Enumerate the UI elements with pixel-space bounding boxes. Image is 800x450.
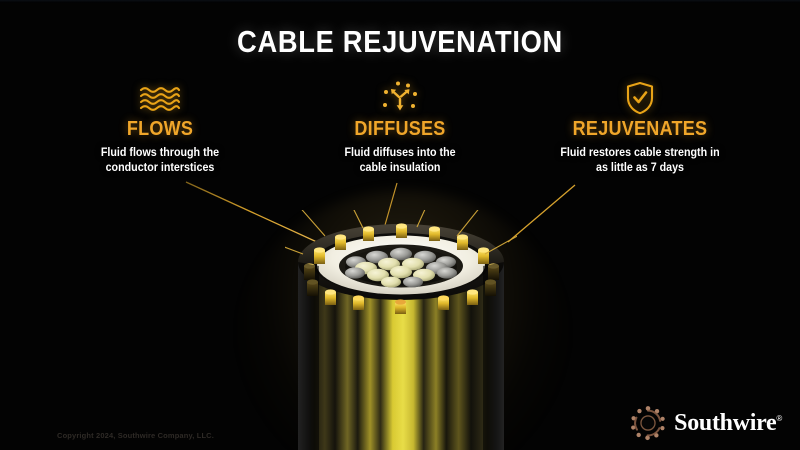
feature-flows-subtitle-line2: conductor interstices [105, 162, 215, 174]
cable-edge-shadow-left [298, 262, 319, 450]
feature-diffuses: DIFFUSES Fluid diffuses into the cable i… [300, 80, 500, 176]
feature-rejuvenates-heading: REJUVENATES [572, 118, 708, 140]
feature-rejuvenates-subtitle-line1: Fluid restores cable strength in [560, 147, 720, 159]
conductor-strand-cluster [345, 247, 457, 288]
waves-icon [60, 80, 260, 116]
feature-flows-subtitle-line1: Fluid flows through the [100, 147, 220, 159]
feature-diffuses-subtitle-line2: cable insulation [359, 162, 441, 174]
southwire-swirl-logo [631, 406, 665, 441]
page-title: CABLE REJUVENATION [237, 24, 563, 59]
cable-jacket-body [298, 262, 504, 450]
strand-whiskers [285, 210, 517, 255]
feature-rejuvenates-subtitle: Fluid restores cable strength in as litt… [547, 146, 733, 176]
diffusion-arrows-icon [300, 80, 500, 116]
feature-rejuvenates: REJUVENATES Fluid restores cable strengt… [540, 80, 740, 176]
feature-flows: FLOWS Fluid flows through the conductor … [60, 80, 260, 176]
cable-cutaway-diagram [285, 210, 517, 450]
feature-diffuses-subtitle: Fluid diffuses into the cable insulation [307, 146, 493, 176]
feature-rejuvenates-subtitle-line2: as little as 7 days [595, 162, 685, 174]
feature-flows-subtitle: Fluid flows through the conductor inters… [67, 146, 253, 176]
registered-trademark-icon: ® [776, 413, 782, 423]
southwire-logo: Southwire® [629, 404, 782, 442]
feature-diffuses-heading: DIFFUSES [354, 118, 446, 140]
cable-edge-shadow-right [483, 262, 504, 450]
leader-line-rejuvenates [507, 184, 576, 243]
southwire-wordmark: Southwire® [674, 410, 782, 437]
southwire-wordmark-text: Southwire [674, 409, 777, 436]
shield-check-icon [540, 80, 740, 116]
feature-flows-heading: FLOWS [126, 118, 194, 140]
top-edge-highlight [0, 0, 800, 3]
feature-diffuses-subtitle-line1: Fluid diffuses into the [344, 147, 456, 159]
copyright-text: Copyright 2024, Southwire Company, LLC. [57, 431, 214, 440]
